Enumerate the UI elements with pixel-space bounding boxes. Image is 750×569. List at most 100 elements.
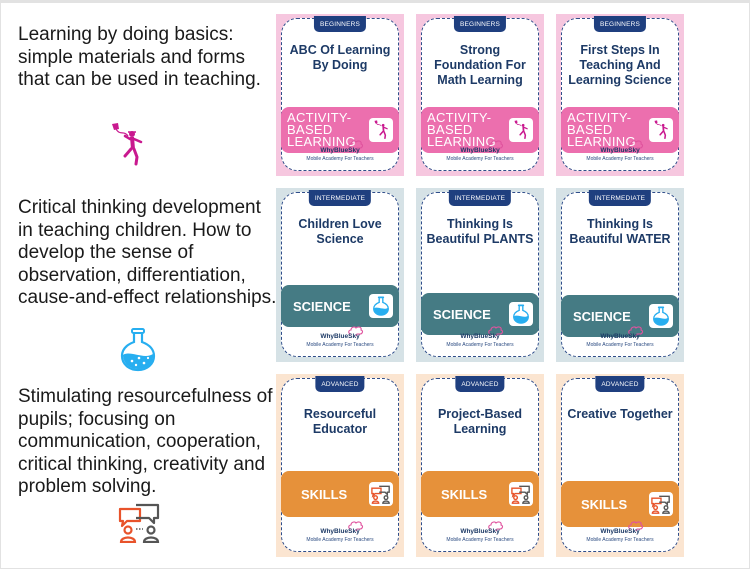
cloud-logo-icon bbox=[628, 519, 644, 537]
category-banner: SCIENCE bbox=[421, 293, 539, 335]
brand-tagline: Mobile Academy For Teachers bbox=[446, 537, 514, 543]
conversation-icon bbox=[369, 482, 393, 506]
course-card[interactable]: BEGINNERS Strong Foundation For Math Lear… bbox=[416, 14, 544, 176]
kite-runner-icon bbox=[509, 118, 533, 142]
conversation-icon bbox=[509, 482, 533, 506]
category-label-line: ACTIVITY- bbox=[567, 110, 632, 125]
course-title: Thinking Is Beautiful PLANTS bbox=[426, 217, 534, 246]
category-label: SKILLS bbox=[581, 496, 628, 512]
category-label-line: BASED bbox=[427, 122, 473, 137]
category-label-line: BASED bbox=[567, 122, 613, 137]
card-body: BEGINNERS Strong Foundation For Math Lear… bbox=[421, 16, 539, 171]
category-label-line: LEARNING bbox=[287, 134, 356, 149]
brand-tagline: Mobile Academy For Teachers bbox=[586, 537, 654, 543]
brand-name: WhyBlueSky bbox=[600, 333, 640, 340]
brand-name: WhyBlueSky bbox=[320, 528, 360, 535]
category-banner: SCIENCE bbox=[561, 295, 679, 337]
brand-tagline: Mobile Academy For Teachers bbox=[586, 156, 654, 162]
course-title: First Steps In Teaching And Learning Sci… bbox=[568, 43, 672, 87]
kite-runner-icon bbox=[110, 122, 144, 173]
flask-icon bbox=[509, 302, 533, 326]
category-label-line: ACTIVITY- bbox=[427, 110, 492, 125]
course-title: Resourceful Educator bbox=[303, 407, 377, 436]
section-description-intermediate: Critical thinking development in teachin… bbox=[18, 197, 277, 308]
brand-tagline: Mobile Academy For Teachers bbox=[446, 156, 514, 162]
flask-icon bbox=[369, 294, 393, 318]
category-label: SCIENCE bbox=[293, 298, 351, 314]
cloud-logo-icon bbox=[348, 324, 364, 342]
level-badge: ADVANCED bbox=[315, 376, 365, 392]
cloud-logo-icon bbox=[628, 138, 644, 156]
course-title: Creative Together bbox=[567, 407, 673, 421]
course-card[interactable]: INTERMEDIATE Thinking Is Beautiful PLANTS… bbox=[416, 188, 544, 362]
brand-tagline: Mobile Academy For Teachers bbox=[306, 342, 374, 348]
category-banner: SCIENCE bbox=[281, 285, 399, 327]
category-banner: SKILLS bbox=[421, 471, 539, 517]
conversation-icon bbox=[649, 492, 673, 516]
course-title: ABC Of Learning By Doing bbox=[289, 43, 391, 72]
level-badge: INTERMEDIATE bbox=[588, 190, 652, 206]
cloud-logo-icon bbox=[628, 324, 644, 342]
brand-tagline: Mobile Academy For Teachers bbox=[306, 537, 374, 543]
brand-tagline: Mobile Academy For Teachers bbox=[586, 342, 654, 348]
level-badge: INTERMEDIATE bbox=[448, 190, 512, 206]
section-description-beginners: Learning by doing basics: simple materia… bbox=[18, 24, 261, 90]
brand-name: WhyBlueSky bbox=[460, 147, 500, 154]
category-label: SCIENCE bbox=[433, 306, 491, 322]
brand-name: WhyBlueSky bbox=[600, 147, 640, 154]
category-label-line: LEARNING bbox=[567, 134, 636, 149]
level-badge: BEGINNERS bbox=[313, 16, 367, 32]
category-label: SKILLS bbox=[301, 486, 348, 502]
brand-name: WhyBlueSky bbox=[460, 528, 500, 535]
level-badge: ADVANCED bbox=[595, 376, 645, 392]
brand-name: WhyBlueSky bbox=[460, 333, 500, 340]
flask-icon bbox=[649, 304, 673, 328]
level-badge: ADVANCED bbox=[455, 376, 505, 392]
level-badge: BEGINNERS bbox=[593, 16, 647, 32]
cloud-logo-icon bbox=[488, 138, 504, 156]
brand-tagline: Mobile Academy For Teachers bbox=[306, 156, 374, 162]
cloud-logo-icon bbox=[348, 519, 364, 537]
conversation-icon bbox=[118, 503, 162, 548]
brand-name: WhyBlueSky bbox=[320, 333, 360, 340]
brand-tagline: Mobile Academy For Teachers bbox=[446, 342, 514, 348]
cloud-logo-icon bbox=[348, 138, 364, 156]
brand-name: WhyBlueSky bbox=[600, 528, 640, 535]
section-description-advanced: Stimulating resourcefulness of pupils; f… bbox=[18, 386, 273, 497]
category-banner: SKILLS bbox=[281, 471, 399, 517]
category-label-line: LEARNING bbox=[427, 134, 496, 149]
kite-runner-icon bbox=[369, 118, 393, 142]
category-label: SCIENCE bbox=[573, 308, 631, 324]
brand-name: WhyBlueSky bbox=[320, 147, 360, 154]
category-label-line: BASED bbox=[287, 122, 333, 137]
category-label: SKILLS bbox=[441, 486, 488, 502]
course-title: Strong Foundation For Math Learning bbox=[434, 43, 526, 87]
course-card[interactable]: BEGINNERS First Steps In Teaching And Lea… bbox=[556, 14, 684, 176]
card-body: INTERMEDIATE Thinking Is Beautiful PLANTS… bbox=[421, 190, 539, 357]
card-body: BEGINNERS First Steps In Teaching And Lea… bbox=[561, 16, 679, 171]
flask-icon bbox=[120, 328, 156, 377]
course-title: Children Love Science bbox=[298, 217, 382, 246]
cloud-logo-icon bbox=[488, 519, 504, 537]
category-label-line: ACTIVITY- bbox=[287, 110, 352, 125]
cloud-logo-icon bbox=[488, 324, 504, 342]
category-banner: SKILLS bbox=[561, 481, 679, 527]
level-badge: BEGINNERS bbox=[453, 16, 507, 32]
